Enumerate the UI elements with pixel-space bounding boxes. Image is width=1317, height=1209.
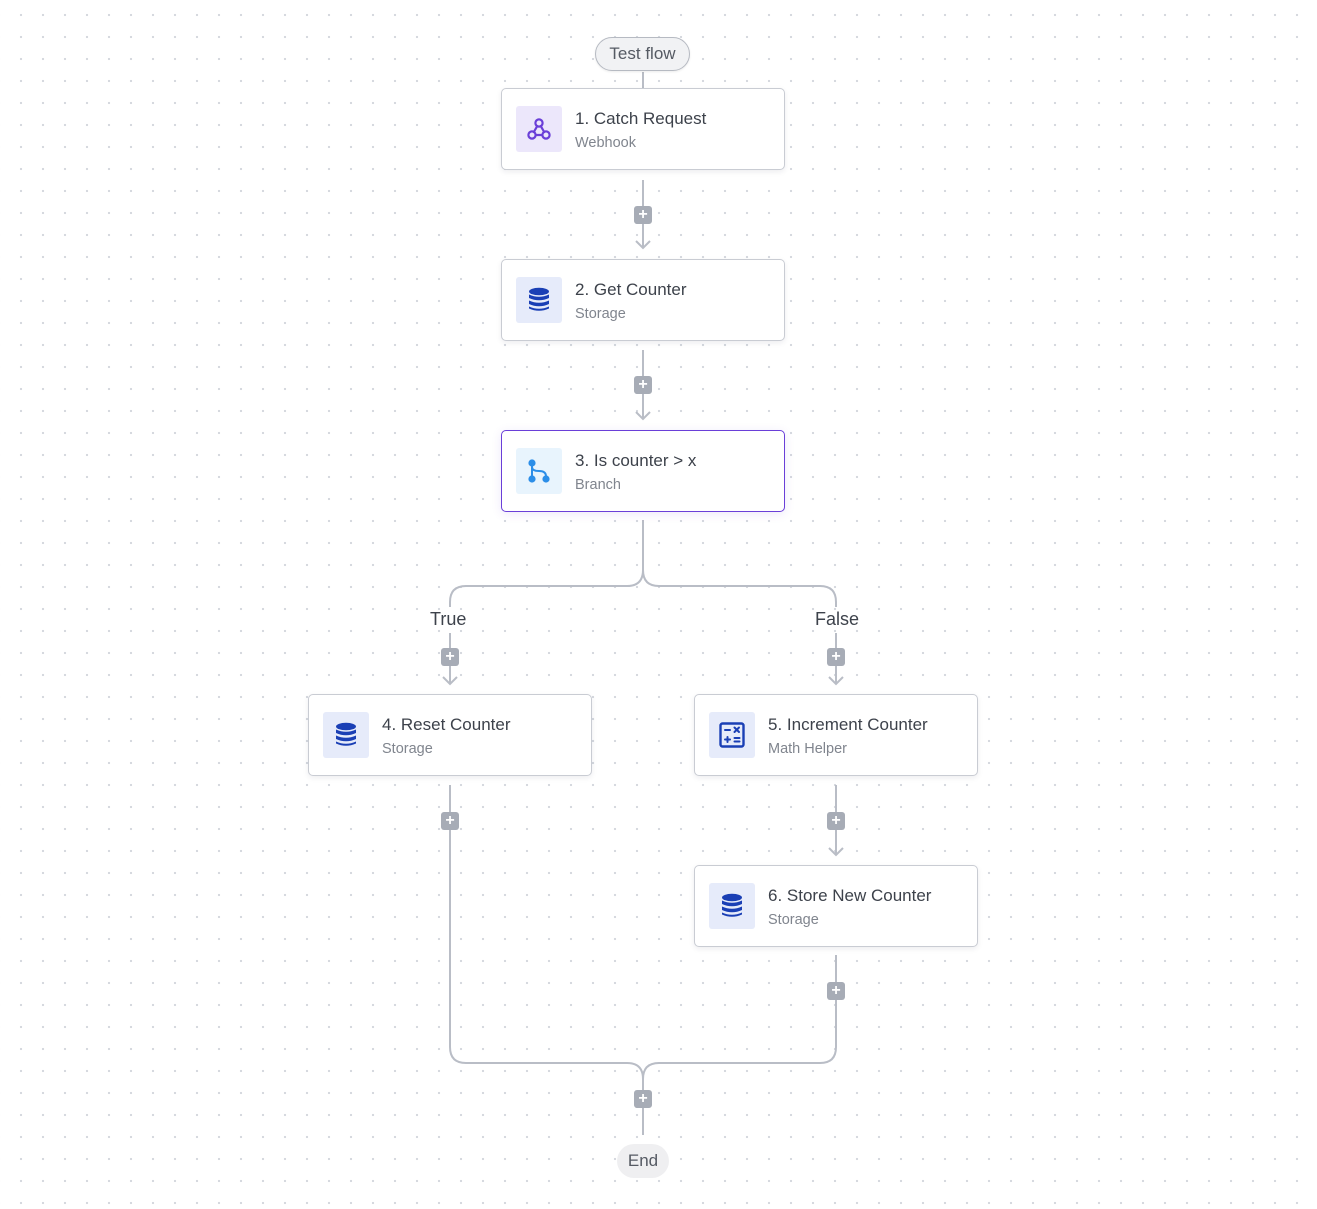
branch-true-label: True bbox=[430, 609, 467, 629]
add-step-button[interactable]: + bbox=[441, 812, 459, 830]
branch-icon bbox=[516, 448, 562, 494]
add-step-button[interactable]: + bbox=[827, 648, 845, 666]
step-subtitle: Webhook bbox=[575, 135, 636, 151]
step-title: 5. Increment Counter bbox=[768, 715, 928, 734]
step-subtitle: Storage bbox=[382, 741, 433, 757]
step-title: 4. Reset Counter bbox=[382, 715, 511, 734]
database-icon bbox=[323, 712, 369, 758]
step-store-new-counter[interactable]: 6. Store New Counter Storage bbox=[694, 865, 978, 947]
step-get-counter[interactable]: 2. Get Counter Storage bbox=[501, 259, 785, 341]
database-icon bbox=[709, 883, 755, 929]
step-reset-counter[interactable]: 4. Reset Counter Storage bbox=[308, 694, 592, 776]
step-subtitle: Storage bbox=[575, 306, 626, 322]
add-step-button[interactable]: + bbox=[827, 812, 845, 830]
step-title: 2. Get Counter bbox=[575, 280, 687, 299]
step-title: 1. Catch Request bbox=[575, 109, 707, 128]
calculator-icon bbox=[709, 712, 755, 758]
add-step-button[interactable]: + bbox=[634, 206, 652, 224]
test-flow-button[interactable]: Test flow bbox=[595, 37, 690, 71]
step-branch[interactable]: 3. Is counter > x Branch bbox=[501, 430, 785, 512]
add-step-button[interactable]: + bbox=[634, 1090, 652, 1108]
step-title: 3. Is counter > x bbox=[575, 451, 697, 470]
step-title: 6. Store New Counter bbox=[768, 886, 932, 905]
add-step-button[interactable]: + bbox=[441, 648, 459, 666]
webhook-icon bbox=[516, 106, 562, 152]
step-catch-request[interactable]: 1. Catch Request Webhook bbox=[501, 88, 785, 170]
add-step-button[interactable]: + bbox=[827, 982, 845, 1000]
step-increment-counter[interactable]: 5. Increment Counter Math Helper bbox=[694, 694, 978, 776]
step-subtitle: Math Helper bbox=[768, 741, 847, 757]
branch-false-label: False bbox=[815, 609, 860, 629]
end-node: End bbox=[617, 1144, 669, 1178]
step-subtitle: Branch bbox=[575, 477, 621, 493]
step-subtitle: Storage bbox=[768, 912, 819, 928]
add-step-button[interactable]: + bbox=[634, 376, 652, 394]
database-icon bbox=[516, 277, 562, 323]
